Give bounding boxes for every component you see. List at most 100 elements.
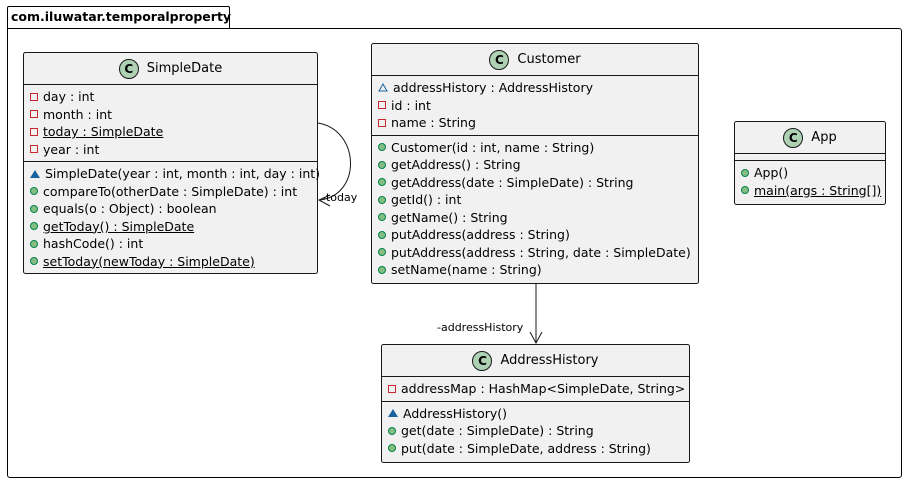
package-marker-icon <box>388 409 398 418</box>
field-row: month : int <box>30 106 317 124</box>
field-row: name : String <box>378 114 698 132</box>
methods-section: Customer(id : int, name : String) getAddr… <box>372 136 698 282</box>
class-customer[interactable]: C Customer addressHistory : AddressHisto… <box>371 43 699 284</box>
package-title: com.iluwatar.temporalproperty <box>11 9 232 24</box>
private-marker-icon <box>378 101 386 110</box>
method-row: App() <box>741 164 885 182</box>
member-text: getAddress() : String <box>391 157 521 172</box>
class-c-icon: C <box>489 49 510 70</box>
method-row: getToday() : SimpleDate <box>30 218 317 236</box>
method-row: setName(name : String) <box>378 261 698 279</box>
field-row: year : int <box>30 141 317 159</box>
field-row: addressHistory : AddressHistory <box>378 79 698 97</box>
member-text: SimpleDate(year : int, month : int, day … <box>45 166 321 181</box>
package-open-marker-icon <box>378 83 388 92</box>
fields-section: addressMap : HashMap<SimpleDate, String> <box>382 377 689 402</box>
class-c-icon: C <box>783 127 804 148</box>
member-text: id : int <box>391 97 431 113</box>
member-text: Customer(id : int, name : String) <box>391 139 595 155</box>
field-row: day : int <box>30 88 317 106</box>
method-row: SimpleDate(year : int, month : int, day … <box>30 165 321 183</box>
method-row: getAddress(date : SimpleDate) : String <box>378 174 698 192</box>
method-row: Customer(id : int, name : String) <box>378 139 698 157</box>
fields-section: day : int month : int today : SimpleDate ye… <box>24 85 317 162</box>
edge-label-today: -today <box>322 191 358 204</box>
member-text: addressMap : HashMap<SimpleDate, String> <box>401 381 686 396</box>
class-c-icon: C <box>118 58 139 79</box>
member-text: AddressHistory() <box>403 405 508 421</box>
member-text: setName(name : String) <box>391 262 542 277</box>
member-text: setToday(newToday : SimpleDate) <box>43 253 255 269</box>
method-row: main(args : String[]) <box>741 182 885 200</box>
customer-history-arrowhead <box>529 331 543 345</box>
member-text: today : SimpleDate <box>43 124 164 139</box>
field-row: addressMap : HashMap<SimpleDate, String> <box>388 380 689 398</box>
member-text: day : int <box>43 89 95 104</box>
method-row: putAddress(address : String) <box>378 226 698 244</box>
member-text: putAddress(address : String, date : Simp… <box>391 244 691 260</box>
methods-section: AddressHistory() get(date : SimpleDate) :… <box>382 402 689 461</box>
class-header: C Customer <box>372 44 698 76</box>
public-marker-icon <box>741 186 749 195</box>
private-marker-icon <box>388 384 396 393</box>
package-frame <box>7 28 902 478</box>
public-marker-icon <box>741 168 749 177</box>
member-text: getAddress(date : SimpleDate) : String <box>391 174 634 190</box>
edge-label-address-history: -addressHistory <box>437 321 524 334</box>
public-marker-icon <box>388 444 396 453</box>
member-text: equals(o : Object) : boolean <box>43 201 217 216</box>
class-name: Customer <box>517 52 581 67</box>
public-marker-icon <box>30 187 38 196</box>
class-name: AddressHistory <box>500 353 599 368</box>
method-row: hashCode() : int <box>30 235 317 253</box>
class-header: C App <box>735 122 885 154</box>
method-row: put(date : SimpleDate, address : String) <box>388 440 689 458</box>
method-row: equals(o : Object) : boolean <box>30 200 317 218</box>
self-association-arrowhead <box>317 194 331 207</box>
class-app[interactable]: C App App() main(args : String[]) <box>734 121 886 205</box>
member-text: get(date : SimpleDate) : String <box>401 423 594 438</box>
method-row: putAddress(address : String, date : Simp… <box>378 244 698 262</box>
class-c-icon: C <box>472 350 493 371</box>
method-row: AddressHistory() <box>388 405 689 423</box>
public-marker-icon <box>30 222 38 231</box>
member-text: name : String <box>391 115 476 130</box>
package-tab <box>7 6 230 28</box>
private-marker-icon <box>30 145 38 154</box>
public-marker-icon <box>30 257 38 266</box>
method-row: compareTo(otherDate : SimpleDate) : int <box>30 183 317 201</box>
member-text: put(date : SimpleDate, address : String) <box>401 440 651 456</box>
public-marker-icon <box>378 230 386 239</box>
public-marker-icon <box>378 143 386 152</box>
private-marker-icon <box>378 118 386 127</box>
class-header: C SimpleDate <box>24 53 317 85</box>
method-row: getAddress() : String <box>378 156 698 174</box>
member-text: main(args : String[]) <box>754 182 882 198</box>
public-marker-icon <box>378 178 386 187</box>
private-marker-icon <box>30 127 38 136</box>
public-marker-icon <box>30 239 38 248</box>
class-address-history[interactable]: C AddressHistory addressMap : HashMap<Si… <box>381 344 690 463</box>
method-row: setToday(newToday : SimpleDate) <box>30 253 317 271</box>
fields-section <box>735 154 885 161</box>
methods-section: App() main(args : String[]) <box>735 161 885 202</box>
class-simple-date[interactable]: C SimpleDate day : int month : int today :… <box>23 52 321 274</box>
member-text: month : int <box>43 106 113 122</box>
member-text: year : int <box>43 141 100 157</box>
self-association-today <box>317 122 351 201</box>
public-marker-icon <box>378 213 386 222</box>
method-row: getName() : String <box>378 209 698 227</box>
public-marker-icon <box>378 195 386 204</box>
member-text: addressHistory : AddressHistory <box>393 80 593 95</box>
private-marker-icon <box>30 110 38 119</box>
member-text: putAddress(address : String) <box>391 227 570 242</box>
member-text: App() <box>754 165 789 180</box>
fields-section: addressHistory : AddressHistory id : int n… <box>372 76 698 136</box>
public-marker-icon <box>378 265 386 274</box>
class-header: C AddressHistory <box>382 345 689 377</box>
field-row: id : int <box>378 97 698 115</box>
private-marker-icon <box>30 92 38 101</box>
method-row: getId() : int <box>378 191 698 209</box>
class-name: SimpleDate <box>146 61 223 76</box>
member-text: getId() : int <box>391 192 462 207</box>
